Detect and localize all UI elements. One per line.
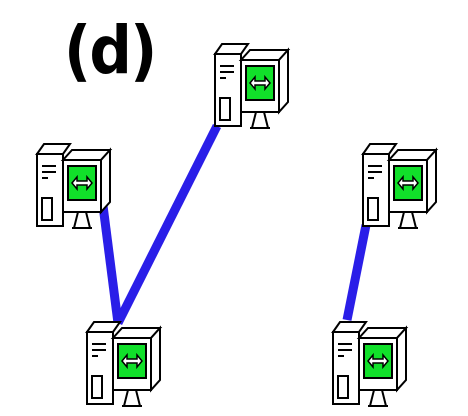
computer-bottom-right: [331, 321, 409, 407]
double-arrow-icon: [367, 352, 389, 370]
link-bottom-left-to-mid-left: [96, 189, 123, 324]
computer-bottom-left: [85, 321, 163, 407]
nodes-layer: [35, 43, 439, 407]
link-bottom-right-to-mid-right: [342, 224, 371, 321]
computer-tower-monitor-icon: [213, 43, 291, 129]
double-arrow-icon: [397, 174, 419, 192]
link-bottom-left-to-top-center: [113, 123, 222, 326]
double-arrow-icon: [121, 352, 143, 370]
computer-top-center: [213, 43, 291, 129]
computer-tower-monitor-icon: [35, 143, 113, 229]
computer-mid-right: [361, 143, 439, 229]
double-arrow-icon: [71, 174, 93, 192]
computer-mid-left: [35, 143, 113, 229]
computer-tower-monitor-icon: [85, 321, 163, 407]
panel-label: (d): [64, 12, 157, 89]
computer-tower-monitor-icon: [331, 321, 409, 407]
links-layer: [96, 123, 371, 326]
double-arrow-icon: [249, 74, 271, 92]
computer-tower-monitor-icon: [361, 143, 439, 229]
